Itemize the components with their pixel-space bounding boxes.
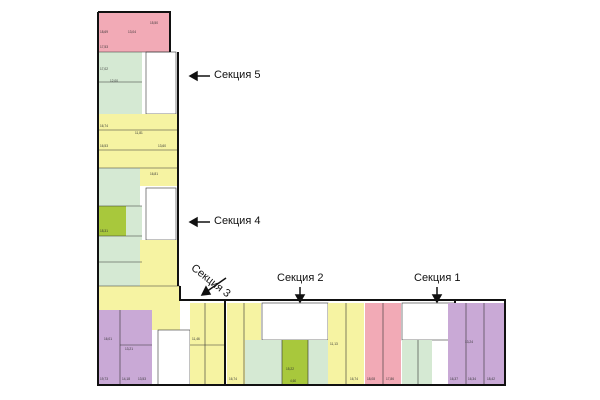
room-area: 16,81 bbox=[150, 172, 158, 176]
room-area: 13,04 bbox=[128, 30, 136, 34]
room-area: 13,60 bbox=[158, 144, 166, 148]
apartment-green bbox=[98, 236, 142, 286]
section-1-label: Секция 1 bbox=[414, 272, 461, 284]
apartment-green bbox=[126, 206, 142, 236]
room-area: 16,37 bbox=[450, 377, 458, 381]
apartment-green bbox=[402, 340, 432, 385]
apartment-purple bbox=[98, 310, 152, 385]
room-area: 17,53 bbox=[100, 45, 108, 49]
apartment-yellow bbox=[190, 303, 224, 385]
room-area: 13,24 bbox=[465, 340, 473, 344]
room-area: 19,73 bbox=[100, 377, 108, 381]
room-area: 13,21 bbox=[125, 347, 133, 351]
room-area: 4,60 bbox=[290, 379, 296, 383]
room-area: 11,46 bbox=[192, 337, 200, 341]
room-area: 15,22 bbox=[286, 367, 294, 371]
apartment-bright-green bbox=[282, 340, 308, 385]
apartment-pink bbox=[98, 12, 170, 52]
apartment-yellow bbox=[152, 300, 180, 330]
room-area: 16,53 bbox=[100, 144, 108, 148]
room-area: 14,18 bbox=[122, 377, 130, 381]
stair-core bbox=[145, 187, 177, 241]
stair-core bbox=[145, 51, 177, 115]
apartment-yellow bbox=[98, 114, 178, 168]
room-area: 16,74 bbox=[100, 124, 108, 128]
room-area: 18,31 bbox=[100, 229, 108, 233]
apartment-purple bbox=[448, 303, 505, 385]
room-area: 18,69 bbox=[100, 30, 108, 34]
room-area: 17,02 bbox=[100, 67, 108, 71]
room-area: 16,34 bbox=[468, 377, 476, 381]
room-area: 15,50 bbox=[150, 21, 158, 25]
apartment-yellow bbox=[140, 168, 178, 186]
room-area: 16,74 bbox=[350, 377, 358, 381]
room-area: 11,81 bbox=[135, 131, 143, 135]
room-area: 18,08 bbox=[367, 377, 375, 381]
stair-core bbox=[157, 329, 191, 386]
stair-core bbox=[261, 302, 329, 341]
room-area: 13,53 bbox=[138, 377, 146, 381]
apartment-green bbox=[98, 168, 140, 206]
room-area: 17,86 bbox=[386, 377, 394, 381]
stair-core bbox=[401, 302, 455, 341]
section-4-label: Секция 4 bbox=[214, 215, 261, 227]
apartment-green bbox=[245, 340, 282, 385]
room-area: 16,01 bbox=[104, 337, 112, 341]
room-area: 11,13 bbox=[330, 342, 338, 346]
apartment-bright-green bbox=[98, 206, 126, 236]
section-5-label: Секция 5 bbox=[214, 69, 261, 81]
room-area: 16,74 bbox=[229, 377, 237, 381]
room-area: 12,00 bbox=[110, 79, 118, 83]
section-2-label: Секция 2 bbox=[277, 272, 324, 284]
arrow-icon bbox=[188, 70, 443, 304]
apartment-yellow bbox=[140, 240, 178, 288]
room-area: 18,42 bbox=[487, 377, 495, 381]
